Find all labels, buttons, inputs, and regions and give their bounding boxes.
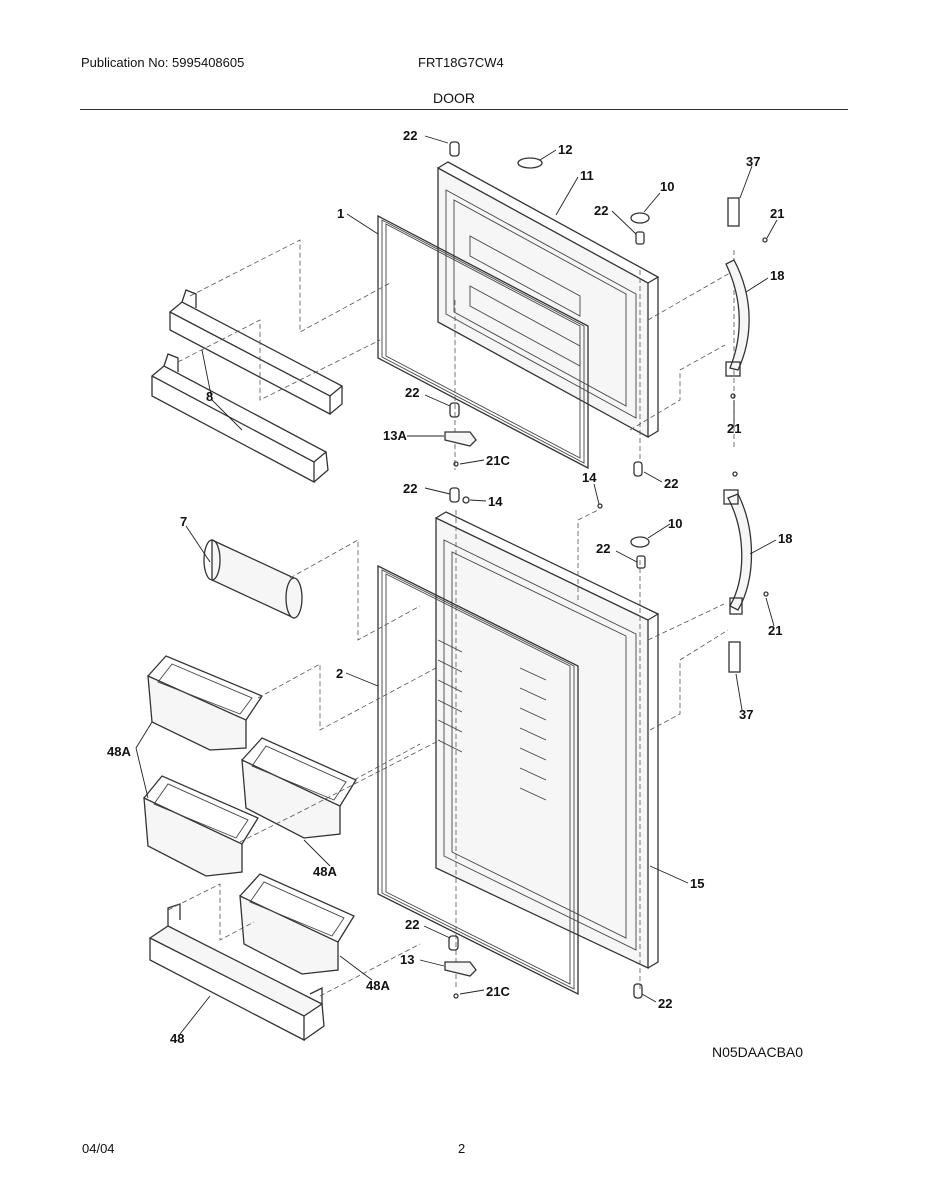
door-exploded-diagram: 22 12 11 10 22 1 37 21 18 8 22 13A 21C 2… xyxy=(107,128,803,1060)
screw-14-center xyxy=(462,496,470,504)
fresh-food-bin-supports-right xyxy=(519,667,547,801)
drawing-code: N05DAACBA0 xyxy=(712,1044,803,1060)
label-21: 21 xyxy=(727,421,741,436)
label-13: 13 xyxy=(400,952,414,967)
label-22: 22 xyxy=(405,917,419,932)
label-22: 22 xyxy=(403,481,417,496)
screw-21c-top xyxy=(453,461,459,467)
screw-22-bottom xyxy=(636,555,646,569)
screw-22-top xyxy=(635,231,645,245)
header-rule xyxy=(80,109,848,110)
label-1: 1 xyxy=(337,206,344,221)
label-48a: 48A xyxy=(107,744,131,759)
label-22: 22 xyxy=(403,128,417,143)
hinge-pin-22-right xyxy=(633,461,643,477)
screw-14-right xyxy=(597,503,603,509)
label-14: 14 xyxy=(488,494,503,509)
door-bin-48a-4 xyxy=(239,873,355,975)
label-21c: 21C xyxy=(486,984,510,999)
hinge-13 xyxy=(444,961,477,977)
label-48a: 48A xyxy=(313,864,337,879)
fresh-food-door-panel-15 xyxy=(435,511,660,970)
door-bin-48a-3 xyxy=(143,775,259,877)
label-15: 15 xyxy=(690,876,704,891)
fresh-food-handle-18 xyxy=(723,471,769,673)
freezer-door-panel-11 xyxy=(437,161,660,439)
label-37: 37 xyxy=(739,707,753,722)
door-bin-48a-2 xyxy=(241,737,357,839)
publication-number: Publication No: 5995408605 xyxy=(81,55,245,70)
label-11: 11 xyxy=(580,168,594,183)
label-7: 7 xyxy=(180,514,187,529)
freezer-shelf-lower xyxy=(150,353,329,484)
section-title: DOOR xyxy=(433,90,475,106)
label-22: 22 xyxy=(596,541,610,556)
label-12: 12 xyxy=(558,142,572,157)
dairy-compartment-7 xyxy=(203,538,303,620)
page-number: 2 xyxy=(458,1141,466,1156)
hinge-pin-22-center xyxy=(449,487,460,503)
label-48: 48 xyxy=(170,1031,184,1046)
label-22: 22 xyxy=(594,203,608,218)
freezer-hinge-pin-cap xyxy=(449,141,460,157)
label-21c: 21C xyxy=(486,453,510,468)
label-22: 22 xyxy=(658,996,672,1011)
model-number: FRT18G7CW4 xyxy=(418,55,504,70)
label-21: 21 xyxy=(768,623,782,638)
handle-cap-37-bottom xyxy=(728,641,741,673)
freezer-shelf-upper xyxy=(168,289,344,416)
fresh-food-door-gasket-2 xyxy=(377,564,579,996)
label-10: 10 xyxy=(660,179,674,194)
label-14: 14 xyxy=(582,470,597,485)
freezer-handle-18 xyxy=(725,197,768,399)
plug-12 xyxy=(517,157,543,169)
label-13a: 13A xyxy=(383,428,407,443)
hinge-13a xyxy=(444,431,477,447)
label-18: 18 xyxy=(778,531,792,546)
hinge-pin-22-lower xyxy=(448,935,459,951)
hinge-pin-22-bottom-right xyxy=(633,983,643,999)
plug-10-top xyxy=(630,212,650,224)
label-22: 22 xyxy=(405,385,419,400)
screw-21c-bottom xyxy=(453,993,459,999)
label-22: 22 xyxy=(664,476,678,491)
label-10: 10 xyxy=(668,516,682,531)
label-2: 2 xyxy=(336,666,343,681)
fresh-food-bin-supports-left xyxy=(437,639,463,753)
hinge-pin-22-mid xyxy=(449,402,460,418)
publication-date: 04/04 xyxy=(82,1141,115,1156)
freezer-door-gasket-1 xyxy=(377,214,589,470)
label-21: 21 xyxy=(770,206,784,221)
label-48a: 48A xyxy=(366,978,390,993)
part-labels: 22 12 11 10 22 1 37 21 18 8 22 13A 21C 2… xyxy=(107,128,792,1046)
door-bin-48a-1 xyxy=(147,655,263,751)
label-8: 8 xyxy=(206,389,213,404)
handle-cap-37-top xyxy=(727,197,740,227)
leader-lines xyxy=(135,135,778,1035)
label-37: 37 xyxy=(746,154,760,169)
plug-10-bottom xyxy=(630,536,650,548)
door-shelf-48 xyxy=(148,903,325,1042)
label-18: 18 xyxy=(770,268,784,283)
